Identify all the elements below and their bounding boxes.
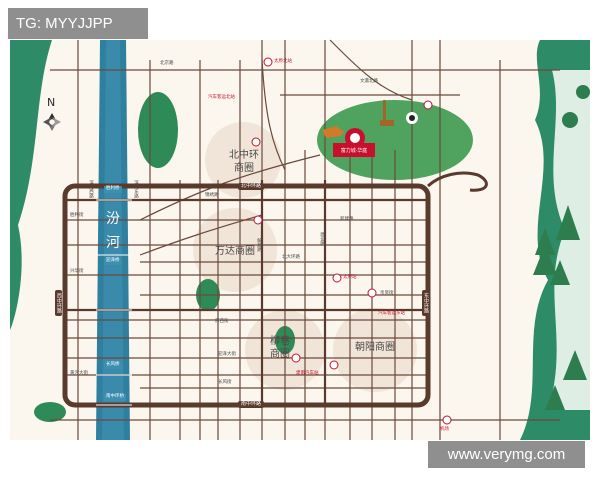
marker-train-north: 太原北站 <box>274 59 292 64</box>
road-label-beidahuan: 北大环路 <box>282 255 300 260</box>
road-label-changfeng: 长风街 <box>218 380 232 385</box>
project-badge: 富力城·华庭 <box>333 143 375 157</box>
ring-road-east-label: 东中环路 <box>422 290 429 316</box>
marker-beijing-rd: 北京路 <box>160 61 174 66</box>
district-liuxiang-line2: 商圈 <box>270 348 290 360</box>
road-label-yingze: 迎泽大街 <box>218 352 236 357</box>
road-label-binhe-west: 滨河西路 <box>88 180 94 198</box>
marker-airport: 机场 <box>440 427 449 432</box>
district-wanda-line1: 万达商圈 <box>215 246 255 257</box>
district-liuxiang-label: 柳巷 商圈 <box>262 336 298 361</box>
zoo-animals-icon <box>322 100 418 138</box>
marker-bus-east: 汽车客运东站 <box>378 311 405 316</box>
ring-road-north-label: 北中环路 <box>238 183 265 190</box>
road-label-qinxian: 亲贤街 <box>380 291 394 296</box>
river-name-char-2: 河 <box>106 235 120 251</box>
park-west <box>138 92 178 168</box>
district-liuxiang-line1: 柳巷 <box>270 336 290 347</box>
station-markers <box>251 57 452 425</box>
district-wanda-label: 万达商圈 <box>205 246 265 259</box>
road-label-xinjian: 新建路 <box>340 217 354 222</box>
bridge-label-2: 迎泽桥 <box>104 258 122 265</box>
ring-road-west-label: 西中环路 <box>55 290 62 316</box>
tree-icons <box>533 85 590 410</box>
bridge-label-3: 长风桥 <box>104 362 122 369</box>
road-label-wenzi-north: 文瀛北路 <box>360 79 378 84</box>
fen-river-highlight <box>102 40 124 440</box>
marker-xizhi: 锦绣路 <box>205 193 219 198</box>
road-label-jiefang: 解放路 <box>256 238 262 252</box>
minor-roads <box>50 40 560 440</box>
district-beizhonghuan-line2: 商圈 <box>234 162 254 174</box>
district-beizhonghuan-label: 北中环 商圈 <box>216 150 272 175</box>
road-label-xingzheng: 兴华街 <box>70 269 84 274</box>
marker-bus-north: 汽车客运北站 <box>208 95 235 100</box>
district-chaoyang-area <box>333 308 417 392</box>
park-south <box>34 402 66 422</box>
watermark-bottom-right: www.verymg.com <box>428 441 585 468</box>
bridge-label-4: 南中环桥 <box>104 394 126 401</box>
watermark-top-left: TG: MYYJJPP <box>8 8 148 39</box>
district-beizhonghuan-line1: 北中环 <box>229 150 259 161</box>
marker-train-main: 太原站 <box>343 275 357 280</box>
road-label-jianshe: 建设路 <box>319 232 325 246</box>
road-label-fuxi: 府西街 <box>215 319 229 324</box>
district-chaoyang-line1: 朝阳商圈 <box>355 342 395 353</box>
river-name-char-1: 汾 <box>106 211 120 227</box>
district-chaoyang-label: 朝阳商圈 <box>342 342 408 355</box>
road-label-huanghe: 黄河大街 <box>70 371 88 376</box>
bridges <box>96 199 132 406</box>
northeast-link <box>426 171 488 192</box>
road-label-shengli: 胜利街 <box>70 213 84 218</box>
park-zoo <box>317 100 473 180</box>
marker-bus-south: 建南汽车站 <box>296 371 319 376</box>
ring-road-south-label: 南中环路 <box>238 401 265 408</box>
left-green-edge <box>10 40 52 330</box>
road-label-binhe-east: 滨河东路 <box>133 180 139 198</box>
compass-icon <box>43 113 61 131</box>
compass-label: N <box>47 96 56 109</box>
bridge-label-1: 胜利桥 <box>104 186 122 193</box>
